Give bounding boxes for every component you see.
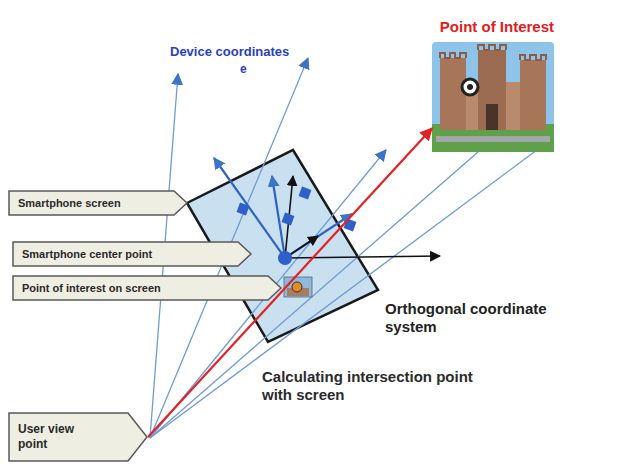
callout-label: Smartphone screen (8, 196, 121, 210)
marker-square (344, 219, 357, 232)
target-dot (462, 79, 478, 95)
annotation: Calculating intersection point with scre… (262, 368, 487, 404)
road (436, 136, 550, 142)
target-dot (467, 84, 473, 90)
axis-symbol: e (240, 62, 247, 76)
castle-tower (440, 58, 466, 130)
intersection-markers (237, 187, 357, 265)
callout-label: Smartphone center point (12, 247, 152, 261)
callout-outline (13, 276, 281, 300)
point-of-interest-picture: Point of Interest (432, 42, 554, 152)
marker-square (282, 213, 295, 226)
screen-thumbnail (284, 277, 312, 297)
callout-outline (13, 242, 251, 266)
marker-square (237, 203, 250, 216)
callout-outline (9, 191, 187, 215)
device-axis (272, 176, 285, 258)
center-point (278, 251, 292, 265)
poi-dot (292, 282, 302, 292)
orthogonal-axes (285, 176, 440, 258)
callout-label: Point of interest on screen (12, 281, 161, 295)
marker-square (299, 187, 312, 200)
sky (432, 42, 554, 152)
castle-gate (486, 104, 498, 130)
callout-arrow: Smartphone center point (12, 241, 252, 267)
callout-outline (9, 413, 147, 461)
picture-heading: Point of Interest (440, 18, 554, 36)
castle-picture (432, 42, 554, 152)
callout-label: User view point (8, 422, 98, 452)
callout-arrow: User view point (8, 412, 148, 462)
axis-title: Device coordinates (170, 44, 289, 60)
battlements (440, 45, 546, 60)
thumbnail (284, 277, 312, 297)
castle-tower (478, 50, 506, 130)
callout-arrow: Point of interest on screen (12, 275, 282, 301)
castle-tower (520, 60, 546, 130)
callout-arrow: Smartphone screen (8, 190, 188, 216)
annotation: Orthogonal coordinate system (385, 300, 590, 336)
orthogonal-axis (285, 256, 440, 258)
